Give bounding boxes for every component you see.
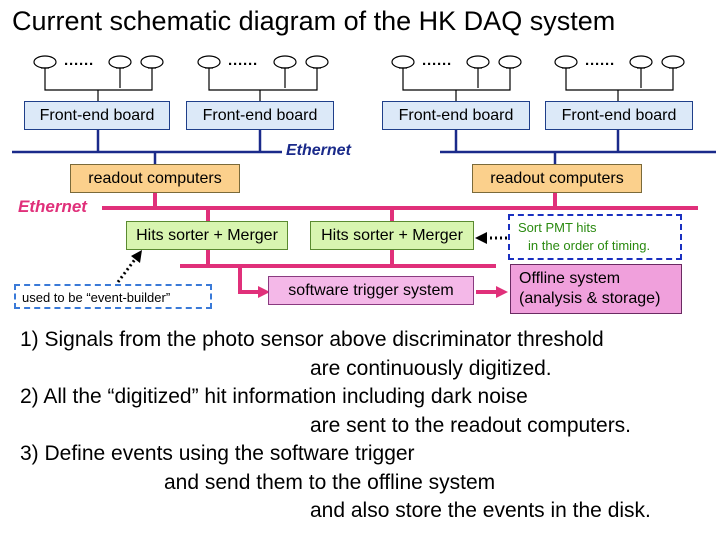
annotation-arrows	[116, 236, 507, 283]
hits-sorter-merger: Hits sorter + Merger	[126, 221, 288, 250]
front-end-board: Front-end board	[382, 101, 530, 130]
front-end-board: Front-end board	[24, 101, 170, 130]
sensor-icon	[33, 55, 57, 88]
sensor-dots: ······	[64, 56, 94, 73]
step-3-line-2: and send them to the offline system	[164, 470, 496, 494]
sensor-icon	[629, 55, 653, 88]
page-title: Current schematic diagram of the HK DAQ …	[12, 6, 616, 36]
explanation-steps: 1) Signals from the photo sensor above d…	[20, 326, 710, 526]
sensor-dots: ······	[228, 56, 258, 73]
step-3-line-1: 3) Define events using the software trig…	[20, 442, 415, 465]
sensor-group	[197, 55, 329, 101]
front-end-board: Front-end board	[545, 101, 693, 130]
ethernet-red-lines	[102, 193, 698, 294]
sensor-icon	[498, 55, 522, 88]
arrowheads	[258, 286, 508, 298]
offline-line: (analysis & storage)	[519, 290, 661, 307]
sensor-dots: ······	[585, 56, 615, 73]
sort-pmt-hits-note: Sort PMT hits in the order of timing.	[508, 214, 682, 260]
sensor-icon	[273, 55, 297, 88]
readout-computers: readout computers	[472, 164, 642, 193]
sensor-dots: ······	[422, 56, 452, 73]
sensor-icon	[108, 55, 132, 88]
ethernet-label-red: Ethernet	[18, 197, 87, 216]
sensor-icon	[554, 55, 578, 88]
note-line: Sort PMT hits	[518, 220, 597, 235]
step-2-line-1: 2) All the “digitized” hit information i…	[20, 385, 528, 408]
step-1-line-2: are continuously digitized.	[310, 356, 552, 380]
offline-system: Offline system (analysis & storage)	[510, 264, 682, 314]
step-2-line-2: are sent to the readout computers.	[310, 413, 632, 437]
ethernet-label-blue: Ethernet	[286, 142, 351, 159]
sensor-group	[33, 55, 164, 101]
ethernet-blue-lines	[12, 130, 716, 164]
step-1-line-1: 1) Signals from the photo sensor above d…	[20, 328, 604, 351]
step-3-line-3: and also store the events in the disk.	[310, 499, 651, 522]
sensor-icon	[466, 55, 490, 88]
front-end-board: Front-end board	[186, 101, 334, 130]
sensor-icon	[391, 55, 415, 88]
event-builder-note: used to be “event-builder”	[14, 284, 212, 309]
note-line: in the order of timing.	[528, 238, 651, 253]
readout-computers: readout computers	[70, 164, 240, 193]
sensor-icon	[197, 55, 221, 88]
sensor-icon	[305, 55, 329, 88]
software-trigger-system: software trigger system	[268, 276, 474, 305]
sensor-icon	[661, 55, 685, 88]
hits-sorter-merger: Hits sorter + Merger	[310, 221, 474, 250]
sensor-group	[391, 55, 522, 101]
sensor-icon	[140, 55, 164, 88]
offline-line: Offline system	[519, 270, 621, 287]
sensor-group	[554, 55, 685, 101]
